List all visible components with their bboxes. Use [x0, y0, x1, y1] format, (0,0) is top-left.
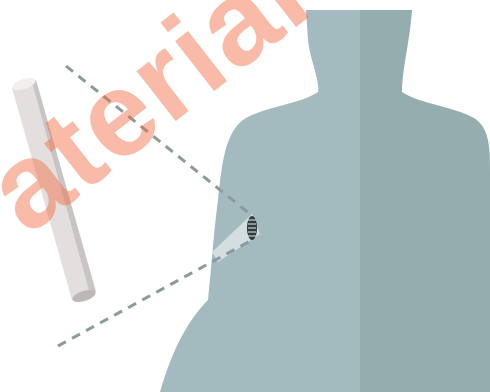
dash-line-bottom [57, 238, 253, 348]
magnified-implant-site-icon [247, 216, 257, 240]
dash-line-top [65, 64, 251, 216]
rod-implant-icon [12, 77, 96, 303]
human-silhouette-left [160, 10, 360, 392]
human-silhouette-right [360, 10, 490, 392]
